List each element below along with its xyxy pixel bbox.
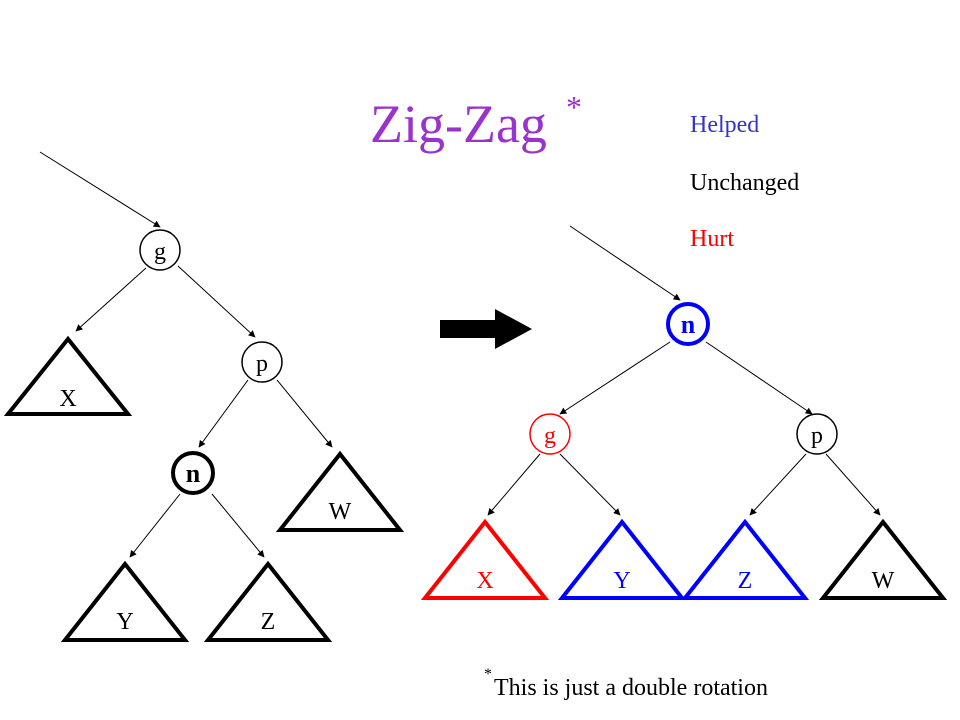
- before-subtree-z-label: Z: [261, 609, 276, 635]
- after-node-p-label: p: [811, 423, 823, 449]
- before-edge-p-w: [276, 379, 333, 448]
- before-edge-p-n: [198, 379, 249, 448]
- before-node-p-label: p: [256, 351, 268, 377]
- before-subtree-y: Y: [60, 560, 190, 642]
- after-node-n: n: [666, 302, 710, 346]
- title-text: Zig-Zag: [370, 94, 547, 154]
- footnote-marker: *: [484, 666, 492, 683]
- after-node-p: p: [796, 413, 838, 455]
- after-edge-p-z: [749, 453, 807, 516]
- before-edge-g-x: [75, 267, 147, 332]
- after-tree: X Y Z W n g p: [420, 225, 948, 600]
- before-edge-n-z: [211, 493, 265, 558]
- after-edge-g-x: [487, 453, 541, 516]
- after-subtree-z-label: Z: [738, 568, 753, 594]
- legend-hurt: Hurt: [690, 226, 734, 252]
- before-subtree-z: Z: [203, 560, 333, 642]
- after-subtree-z: Z: [680, 518, 810, 600]
- after-subtree-w: W: [818, 518, 948, 600]
- before-node-p: p: [241, 341, 283, 383]
- title-footnote-marker: *: [566, 89, 582, 125]
- after-incoming-edge: [569, 225, 681, 301]
- after-edge-n-g: [559, 341, 671, 415]
- footnote-text: This is just a double rotation: [494, 675, 768, 701]
- before-subtree-w: W: [275, 450, 405, 532]
- legend-helped: Helped: [690, 112, 759, 138]
- after-subtree-w-label: W: [872, 568, 895, 594]
- before-subtree-y-label: Y: [116, 609, 133, 635]
- before-edge-n-y: [129, 493, 181, 558]
- after-edge-n-p: [705, 341, 813, 415]
- before-tree: X W Y Z g p n: [3, 151, 405, 642]
- before-node-n-label: n: [186, 459, 201, 488]
- after-subtree-y: Y: [557, 518, 687, 600]
- before-subtree-w-label: W: [329, 499, 352, 525]
- legend: Helped Unchanged Hurt: [690, 112, 799, 252]
- legend-unchanged: Unchanged: [690, 170, 799, 196]
- slide-title: Zig-Zag *: [370, 89, 582, 154]
- after-subtree-x: X: [420, 518, 550, 600]
- after-edge-g-y: [559, 453, 621, 516]
- after-node-g: g: [529, 413, 571, 455]
- before-incoming-edge: [39, 151, 161, 228]
- before-node-g-label: g: [154, 239, 166, 265]
- before-node-g: g: [139, 229, 181, 271]
- after-subtree-y-label: Y: [613, 568, 630, 594]
- footnote: * This is just a double rotation: [484, 666, 768, 701]
- before-node-n: n: [171, 451, 215, 495]
- after-edge-p-w: [825, 453, 881, 516]
- before-subtree-x-label: X: [59, 386, 76, 412]
- before-edge-g-p: [177, 265, 256, 338]
- transform-arrow: [440, 309, 532, 349]
- after-subtree-x-label: X: [476, 568, 493, 594]
- after-node-n-label: n: [681, 310, 696, 339]
- after-node-g-label: g: [544, 423, 556, 449]
- before-subtree-x: X: [3, 335, 133, 416]
